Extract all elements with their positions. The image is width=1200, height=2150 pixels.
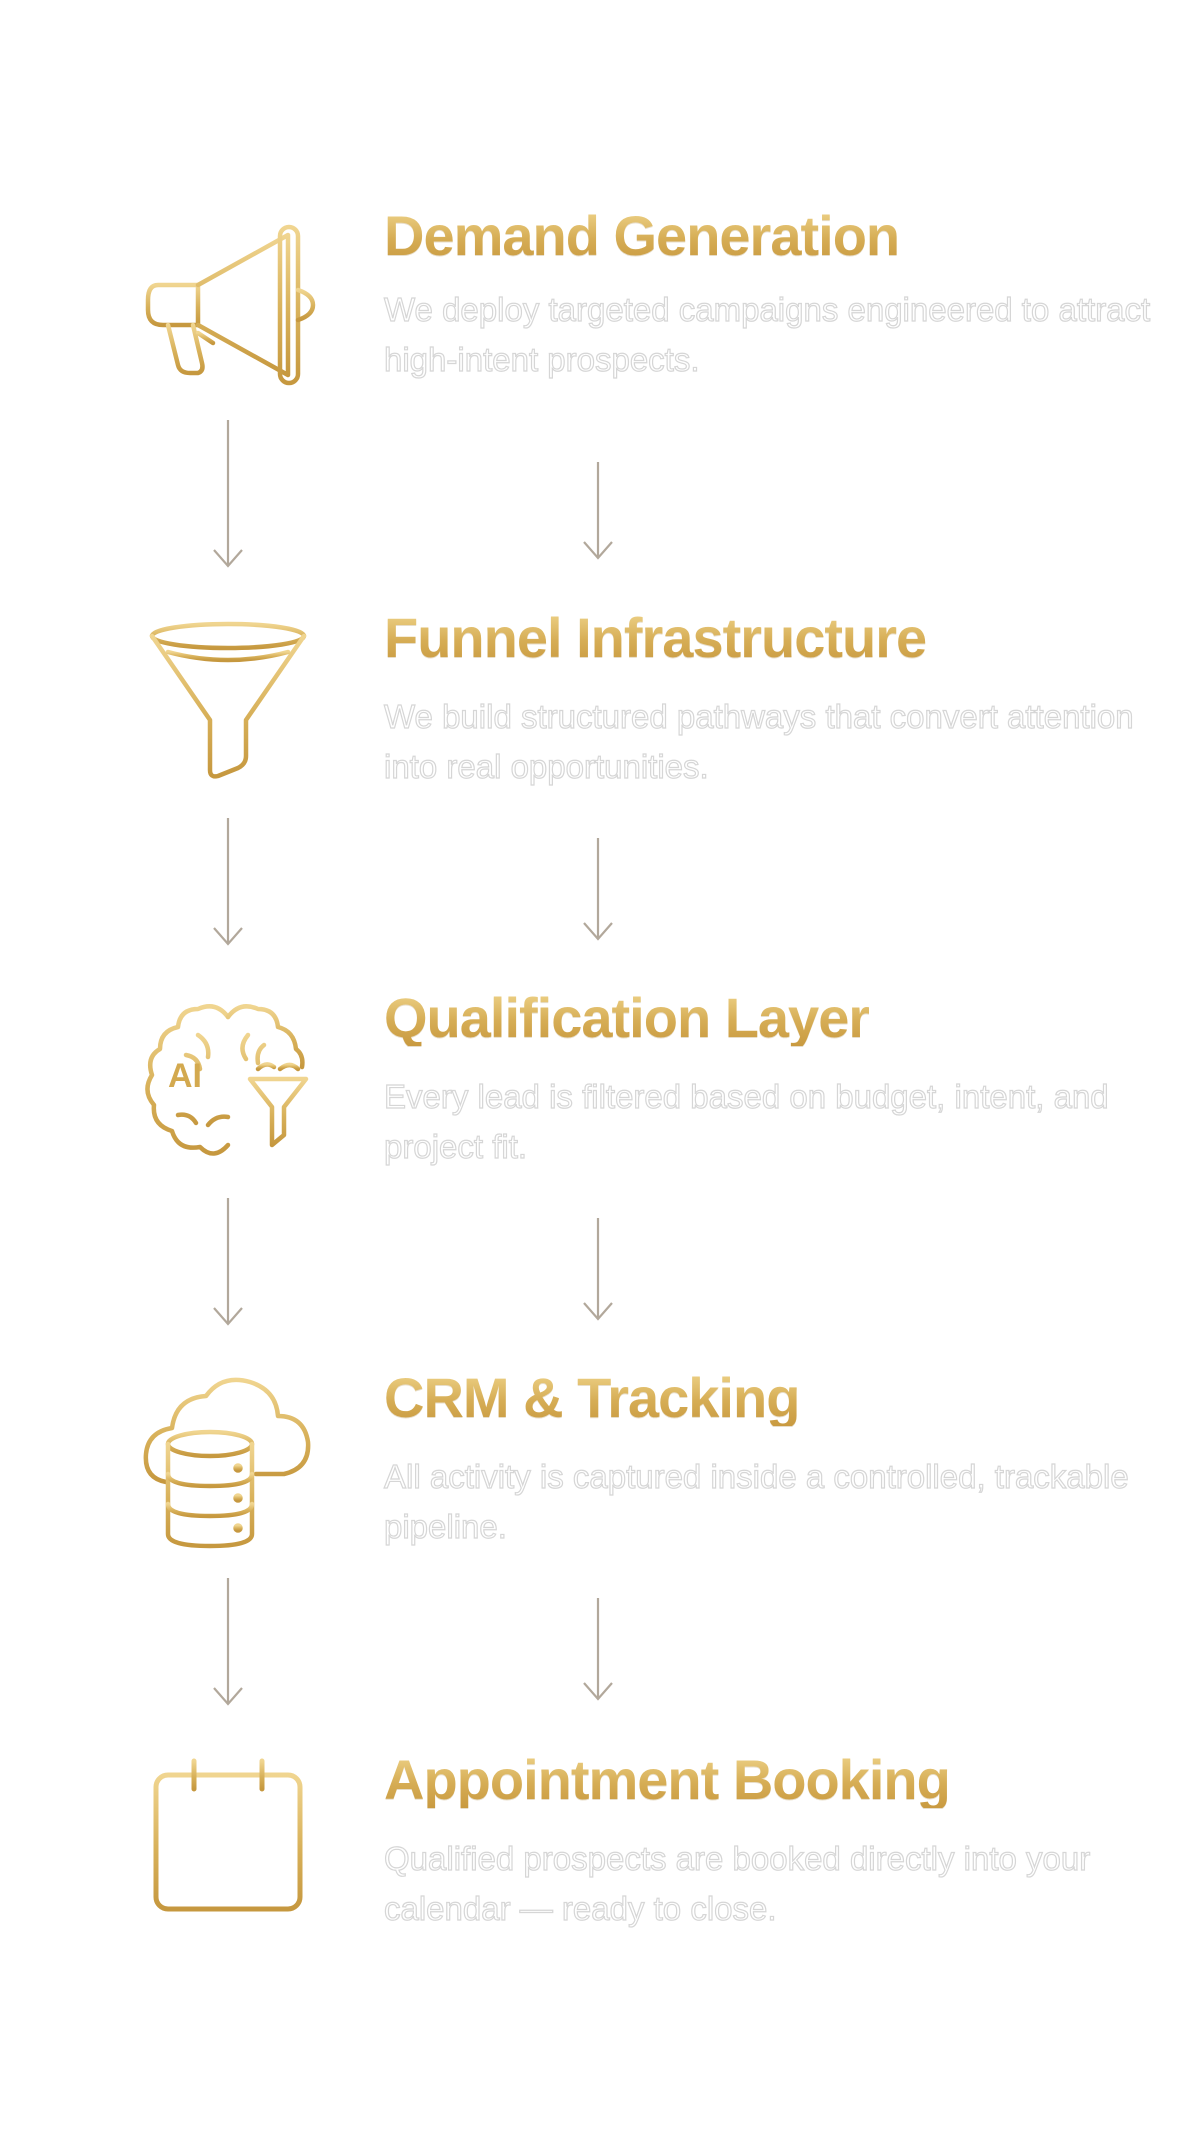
arrow-down-icon bbox=[578, 838, 618, 943]
step-title: Funnel Infrastructure bbox=[384, 606, 927, 669]
step-title: Qualification Layer bbox=[384, 986, 870, 1049]
step-title: Appointment Booking bbox=[384, 1748, 951, 1811]
step-description: Qualified prospects are booked directly … bbox=[383, 1839, 1091, 1927]
step-title: CRM & Tracking bbox=[384, 1366, 800, 1429]
arrow-down-icon bbox=[208, 1198, 248, 1328]
arrow-down-icon bbox=[578, 462, 618, 562]
calendar-icon bbox=[138, 1745, 318, 1925]
ai-badge: AI bbox=[168, 1057, 202, 1095]
step-description: Every lead is filtered based on budget, … bbox=[383, 1077, 1109, 1165]
step-description: We build structured pathways that conver… bbox=[383, 697, 1134, 785]
arrow-down-icon bbox=[578, 1218, 618, 1323]
arrow-down-icon bbox=[208, 818, 248, 948]
ai-brain-filter-icon: AI bbox=[138, 995, 318, 1175]
step-description: All activity is captured inside a contro… bbox=[383, 1457, 1129, 1545]
step-title: Demand Generation bbox=[384, 204, 900, 267]
arrow-down-icon bbox=[208, 420, 248, 570]
arrow-down-icon bbox=[208, 1578, 248, 1708]
funnel-icon bbox=[138, 612, 318, 792]
arrow-down-icon bbox=[578, 1598, 618, 1703]
megaphone-icon bbox=[138, 215, 318, 395]
step-description: We deploy targeted campaigns engineered … bbox=[383, 290, 1151, 378]
cloud-database-icon bbox=[138, 1370, 318, 1550]
